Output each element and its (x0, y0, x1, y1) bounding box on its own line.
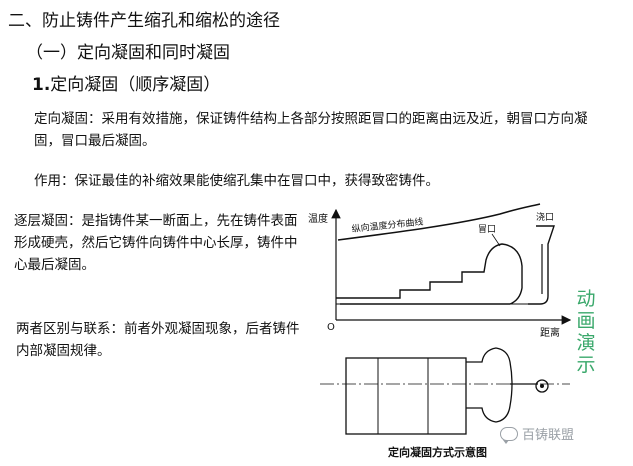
chat-bubble-icon (500, 426, 518, 444)
animation-char: 动 (576, 288, 596, 310)
diagram-caption: 定向凝固方式示意图 (388, 445, 487, 459)
sprue-channel (528, 225, 555, 305)
subsection-heading: （一）定向凝固和同时凝固 (26, 43, 230, 63)
riser-label: 冒口 (478, 224, 496, 235)
layer-solidification-text: 逐层凝固：是指铸件某一断面上，先在铸件表面形成硬壳，然后它铸件向铸件中心长厚，铸… (14, 213, 298, 273)
riser-body (466, 347, 513, 423)
temp-axis-label: 温度 (308, 212, 328, 225)
casting-body (345, 357, 467, 435)
casting-profile (336, 243, 523, 305)
sprue-cup (535, 379, 549, 393)
animation-demo-link[interactable]: 动 画 演 示 (575, 288, 597, 376)
sprue-label: 浇口 (536, 211, 554, 223)
topic-heading: 1.定向凝固（顺序凝固） (32, 70, 220, 95)
animation-char: 演 (576, 332, 596, 354)
animation-char: 示 (576, 354, 596, 376)
origin-label: O (327, 322, 335, 333)
definition-text: 定向凝固：采用有效措施，保证铸件结构上各部分按照距冒口的距离由远及近，朝冒口方向… (34, 111, 588, 149)
watermark-text: 百铸联盟 (522, 428, 575, 443)
watermark: 百铸联盟 (500, 424, 575, 444)
difference-text: 两者区别与联系：前者外观凝固现象，后者铸件内部凝固规律。 (16, 321, 300, 359)
temperature-curve (337, 203, 541, 241)
distance-axis-label: 距离 (540, 326, 560, 339)
curve-label: 纵向温度分布曲线 (351, 216, 424, 235)
topic-title: 定向凝固（顺序凝固） (50, 75, 221, 95)
animation-char: 画 (576, 310, 596, 332)
effect-text: 作用：保证最佳的补缩效果能使缩孔集中在冒口中，获得致密铸件。 (34, 173, 439, 189)
topic-number: 1. (32, 75, 51, 95)
section-heading: 二、防止铸件产生缩孔和缩松的途径 (8, 11, 280, 31)
